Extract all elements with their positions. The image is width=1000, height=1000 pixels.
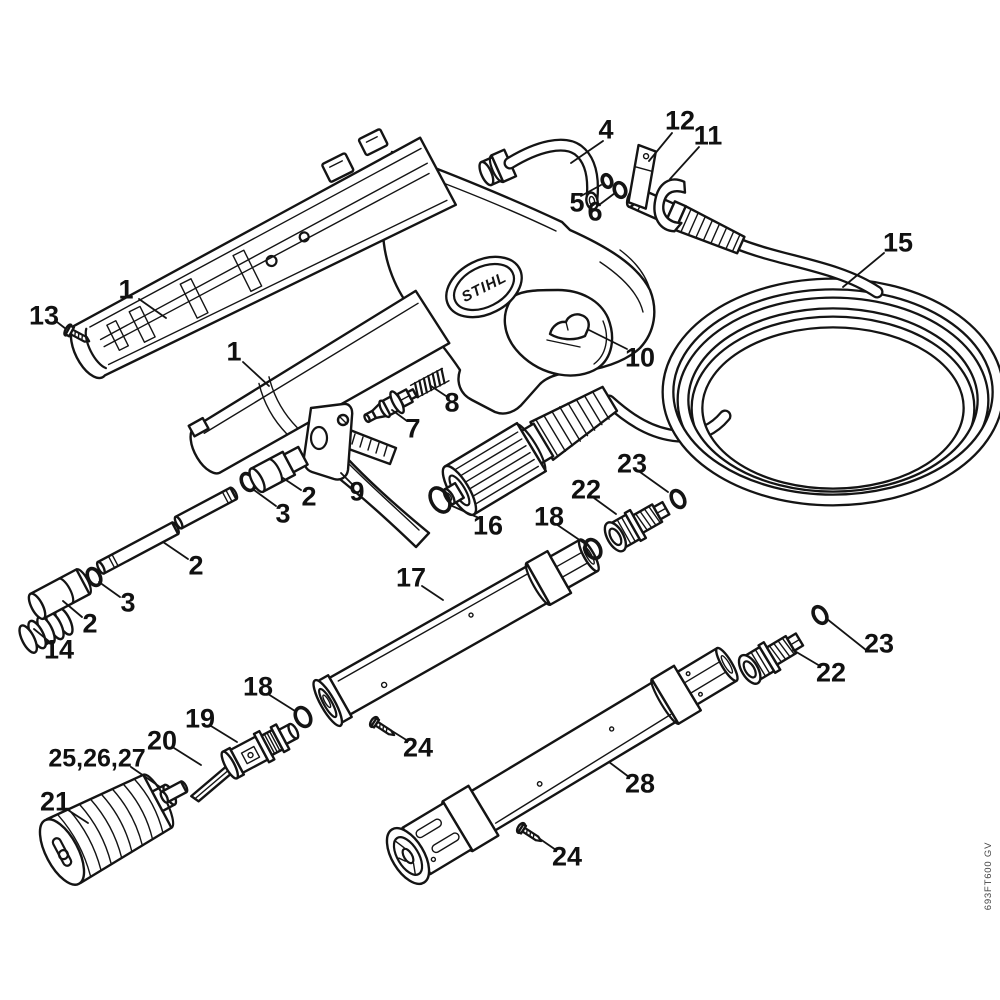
insert-25-26-27: [159, 780, 189, 804]
part-label-8: 8: [444, 387, 460, 418]
bushing-2-lower: [27, 568, 92, 621]
part-label-4: 4: [598, 114, 614, 145]
part-label-10: 10: [624, 342, 656, 373]
part-label-21: 21: [39, 786, 71, 817]
oring-23-lower: [811, 604, 829, 626]
screw-24-lower: [515, 821, 543, 843]
part-label-22-lower: 22: [815, 657, 847, 688]
spring-8: [409, 367, 450, 399]
part-label-18-upper: 18: [533, 501, 565, 532]
hose-entry-curve: [734, 238, 884, 299]
lock-lever-10: [546, 313, 590, 348]
housing-half-lower-1: [187, 289, 451, 475]
trigger-9: [302, 402, 431, 549]
retainer-clip-11: [653, 178, 687, 233]
screw-24-upper: [368, 715, 396, 737]
valve-piston-19: [220, 722, 300, 780]
part-label-2-tube: 2: [188, 550, 204, 581]
hose-coil: [661, 277, 1000, 507]
part-label-1-lower: 1: [226, 336, 242, 367]
oring-18-lower: [293, 705, 313, 729]
part-label-7: 7: [405, 413, 421, 444]
callout-leader-lines: [33, 132, 885, 851]
part-label-22-upper: 22: [570, 474, 602, 505]
rotary-lance-28: [385, 646, 739, 886]
spring-14: [18, 606, 74, 654]
oring-3-lower: [85, 566, 103, 588]
part-label-15: 15: [882, 227, 914, 258]
gun-body: STIHL: [381, 150, 656, 415]
spray-lance-17: [312, 538, 600, 728]
part-label-17: 17: [395, 562, 427, 593]
oring-6: [612, 180, 628, 200]
part-label-3-oring-lower: 3: [120, 587, 136, 618]
part-label-12: 12: [664, 105, 696, 136]
part-label-28: 28: [624, 768, 656, 799]
part-label-11: 11: [693, 120, 723, 151]
valve-screw-7: [363, 388, 418, 424]
part-label-19: 19: [184, 703, 216, 734]
oring-16: [428, 486, 452, 514]
coupler-22-lower: [737, 632, 805, 685]
part-label-24-upper: 24: [402, 732, 434, 763]
part-label-9: 9: [349, 476, 365, 507]
part-label-3-oring-upper: 3: [275, 498, 291, 529]
tube-2-short: [173, 486, 239, 530]
bushing-2-upper: [248, 445, 309, 494]
part-label-2-bushing-upper: 2: [301, 481, 317, 512]
document-code: 693FT600 GV: [983, 842, 994, 910]
part-label-18-lower: 18: [242, 671, 274, 702]
coupler-22-upper: [603, 500, 671, 553]
part-label-25-26-27: 25,26,27: [48, 744, 146, 773]
part-label-6: 6: [587, 196, 603, 227]
oring-23-upper: [669, 488, 687, 510]
oring-18-upper: [583, 537, 603, 561]
part-label-20: 20: [146, 725, 178, 756]
nozzle-head-21: [38, 773, 178, 886]
part-label-23-upper: 23: [616, 448, 648, 479]
part-label-5: 5: [569, 187, 585, 218]
part-label-2-bushing-lower: 2: [82, 608, 98, 639]
part-label-13: 13: [28, 300, 60, 331]
screw-13: [63, 323, 91, 343]
elbow-outlet: [478, 138, 600, 211]
part-label-23-lower: 23: [863, 628, 895, 659]
tube-2-long: [95, 521, 180, 575]
part-label-24-lower: 24: [551, 841, 583, 872]
oring-5: [600, 172, 614, 190]
part-label-1-upper: 1: [118, 274, 134, 305]
brand-badge: STIHL: [445, 255, 523, 319]
part-label-16: 16: [472, 510, 504, 541]
part-label-14: 14: [43, 634, 75, 665]
